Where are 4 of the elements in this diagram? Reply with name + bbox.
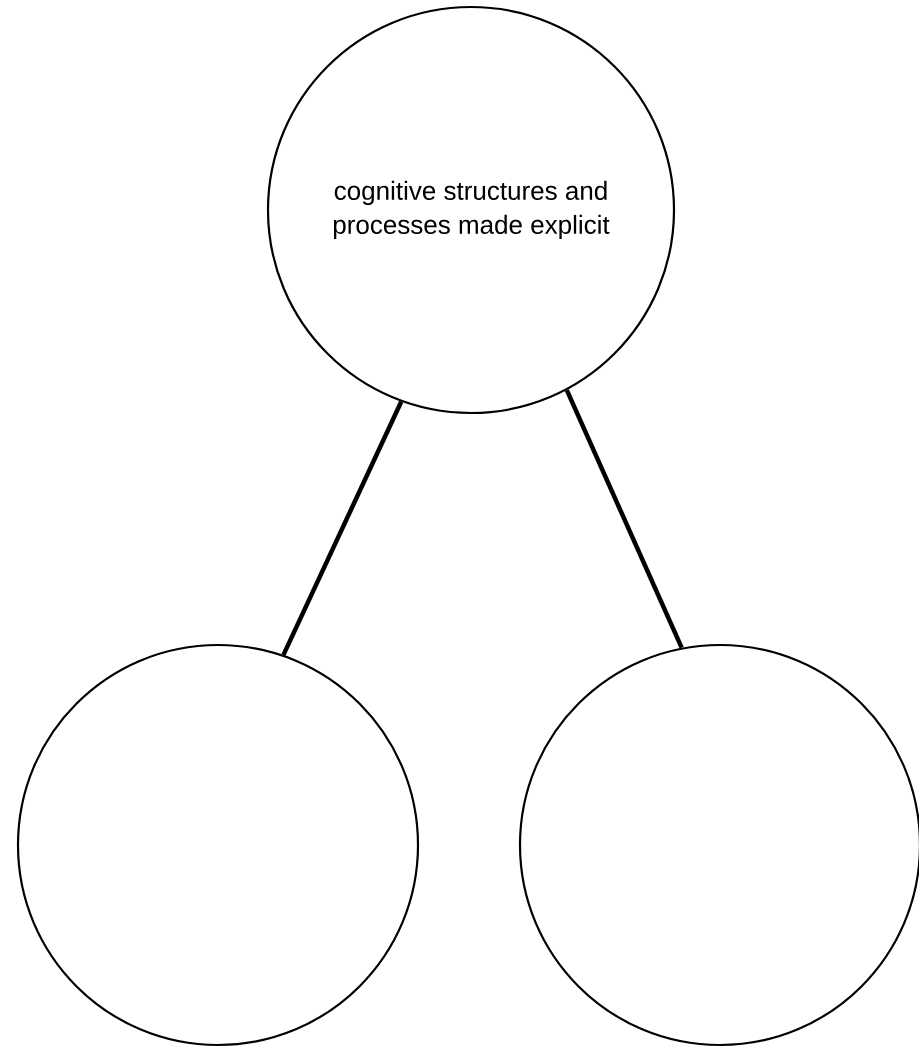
circle-node <box>16 643 420 1047</box>
connector-line <box>564 389 684 649</box>
connector-line <box>281 400 404 656</box>
circle-node: cognitive structures and processes made explicit <box>266 5 676 415</box>
